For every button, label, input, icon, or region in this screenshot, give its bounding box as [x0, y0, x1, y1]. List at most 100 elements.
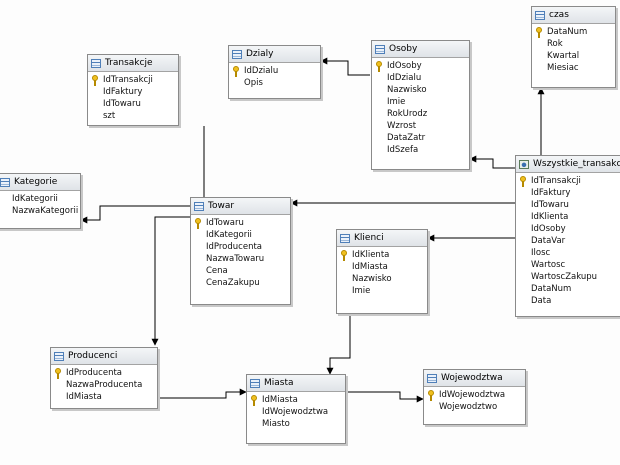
primary-key-icon	[535, 27, 544, 38]
table-header[interactable]: Wojewodztwa	[424, 370, 525, 387]
column-name: IdTransakcji	[531, 176, 581, 186]
column-row[interactable]: Kwartal	[532, 50, 615, 62]
column-row[interactable]: IdTowaru	[516, 199, 620, 211]
table-title: Osoby	[389, 44, 418, 54]
column-row[interactable]: DataNum	[516, 283, 620, 295]
column-row[interactable]: Imie	[337, 285, 427, 297]
column-row[interactable]: IdKlienta	[516, 211, 620, 223]
column-row[interactable]: IdOsoby	[516, 223, 620, 235]
primary-key-icon	[340, 250, 349, 261]
column-row[interactable]: DataVar	[516, 235, 620, 247]
table-header[interactable]: Producenci	[51, 348, 157, 365]
column-name: Miesiac	[547, 63, 579, 73]
column-row[interactable]: IdMiasta	[337, 261, 427, 273]
column-name: Ilosc	[531, 248, 551, 258]
column-name: Nazwisko	[387, 85, 427, 95]
column-row[interactable]: Opis	[229, 77, 320, 89]
column-row[interactable]: Cena	[191, 265, 290, 277]
column-name: DataVar	[531, 236, 566, 246]
primary-key-icon	[250, 395, 259, 406]
column-row[interactable]: IdDzialu	[372, 72, 469, 84]
column-name: Nazwisko	[352, 274, 392, 284]
table-header[interactable]: Miasta	[247, 375, 345, 392]
column-row[interactable]: WartoscZakupu	[516, 271, 620, 283]
column-name: NazwaProducenta	[66, 380, 143, 390]
column-row[interactable]: Rok	[532, 38, 615, 50]
column-row[interactable]: DataNum	[532, 26, 615, 38]
column-row[interactable]: Wojewodztwo	[424, 401, 525, 413]
column-row[interactable]: Miesiac	[532, 62, 615, 74]
column-row[interactable]: Data	[516, 295, 620, 307]
column-row[interactable]: Ilosc	[516, 247, 620, 259]
table-title: Kategorie	[14, 177, 58, 187]
column-row[interactable]: Nazwisko	[337, 273, 427, 285]
column-row[interactable]: IdOsoby	[372, 60, 469, 72]
table-header[interactable]: Towar	[191, 198, 290, 215]
table-header[interactable]: Transakcje	[88, 55, 178, 72]
column-row[interactable]: IdDzialu	[229, 65, 320, 77]
table-header[interactable]: Klienci	[337, 230, 427, 247]
column-row[interactable]: IdProducenta	[51, 367, 157, 379]
table-header[interactable]: Wszystkie_transakcje	[516, 156, 620, 173]
column-row[interactable]: DataZatr	[372, 132, 469, 144]
column-name: IdTowaru	[103, 99, 141, 109]
column-row[interactable]: Wzrost	[372, 120, 469, 132]
rel-miasta-wojewodztwa	[346, 391, 424, 403]
column-row[interactable]: IdProducenta	[191, 241, 290, 253]
column-row[interactable]: IdKategorii	[0, 193, 80, 205]
column-row[interactable]: szt	[88, 110, 178, 122]
column-row[interactable]: IdTowaru	[88, 98, 178, 110]
column-row[interactable]: IdWojewodztwa	[424, 389, 525, 401]
column-row[interactable]: IdWojewodztwa	[247, 406, 345, 418]
primary-key-icon	[427, 390, 436, 401]
table-icon	[232, 49, 242, 59]
column-name: WartoscZakupu	[531, 272, 598, 282]
column-row[interactable]: CenaZakupu	[191, 277, 290, 289]
column-name: Data	[531, 296, 552, 306]
column-name: IdTransakcji	[103, 75, 153, 85]
column-row[interactable]: IdKlienta	[337, 249, 427, 261]
column-name: Wojewodztwo	[439, 402, 498, 412]
table-header[interactable]: Osoby	[372, 41, 469, 58]
table-icon	[340, 233, 350, 243]
column-name: Kwartal	[547, 51, 580, 61]
column-row[interactable]: NazwaKategorii	[0, 205, 80, 217]
column-row[interactable]: NazwaTowaru	[191, 253, 290, 265]
column-name: CenaZakupu	[206, 278, 260, 288]
column-row[interactable]: IdMiasta	[51, 391, 157, 403]
column-row[interactable]: RokUrodz	[372, 108, 469, 120]
column-row[interactable]: NazwaProducenta	[51, 379, 157, 391]
column-row[interactable]: Imie	[372, 96, 469, 108]
column-row[interactable]: IdTransakcji	[516, 175, 620, 187]
column-row[interactable]: IdFaktury	[88, 86, 178, 98]
column-row[interactable]: IdKategorii	[191, 229, 290, 241]
column-row[interactable]: Wartosc	[516, 259, 620, 271]
primary-key-icon	[194, 218, 203, 229]
column-name: DataNum	[547, 27, 588, 37]
column-row[interactable]: IdTransakcji	[88, 74, 178, 86]
table-header[interactable]: Dzialy	[229, 46, 320, 63]
column-row[interactable]: IdSzefa	[372, 144, 469, 156]
column-name: NazwaTowaru	[206, 254, 265, 264]
column-row[interactable]: IdTowaru	[191, 217, 290, 229]
column-name: Wzrost	[387, 121, 417, 131]
view-icon	[519, 159, 529, 169]
column-row[interactable]: IdMiasta	[247, 394, 345, 406]
table-header[interactable]: Kategorie	[0, 174, 80, 191]
column-row[interactable]: Miasto	[247, 418, 345, 430]
column-row[interactable]: IdFaktury	[516, 187, 620, 199]
table-header[interactable]: czas	[532, 7, 615, 24]
column-row[interactable]: Nazwisko	[372, 84, 469, 96]
